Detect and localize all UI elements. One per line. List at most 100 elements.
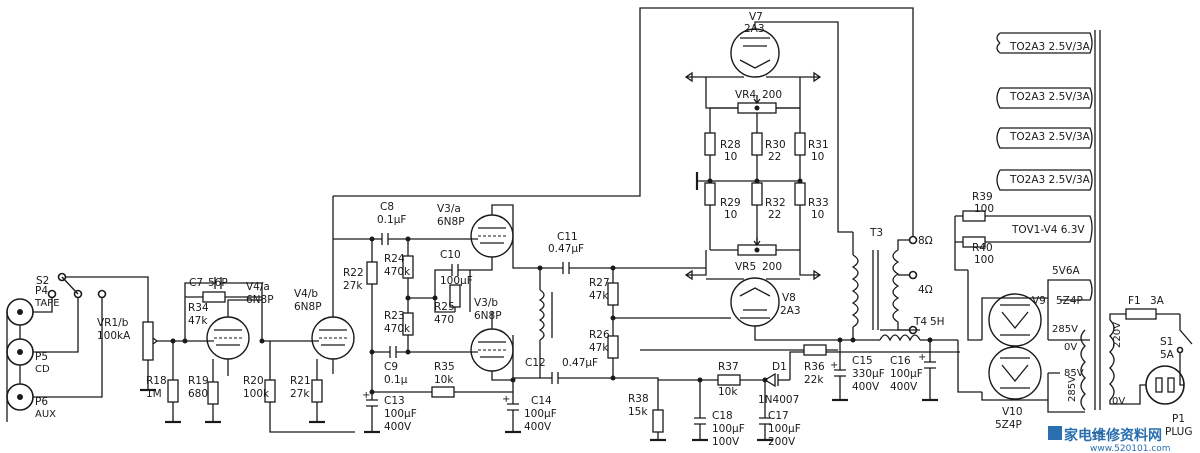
- svg-text:+: +: [362, 390, 370, 401]
- winding-2: TO2A3 2.5V/3A: [996, 87, 1093, 109]
- c15-voltage: 400V: [852, 381, 880, 393]
- v3a-type: 6N8P: [437, 216, 465, 228]
- t4-value: 5H: [930, 316, 945, 328]
- jack-cd-label: CD: [35, 364, 50, 375]
- capacitor-c13: + C13 100µF 400V: [362, 352, 417, 434]
- v8-ref: V8: [782, 292, 796, 304]
- r39-ref: R39: [972, 191, 993, 203]
- svg-text:+: +: [502, 394, 510, 405]
- tube-v4a: V4/a 6N8P: [205, 281, 274, 376]
- resistors-r24-r23: R24 470k R23 470k: [384, 239, 435, 352]
- capacitor-c15: + C15 330µF 400V: [830, 340, 885, 402]
- resistors-r39-r40: R39 100 R40 100: [954, 191, 1000, 271]
- c14-ref: C14: [531, 395, 552, 407]
- c16-value: 100µF: [890, 368, 923, 380]
- junction-dots: [170, 105, 933, 395]
- r33-ref: R33: [808, 197, 829, 209]
- r40-value: 100: [974, 254, 994, 266]
- c15-ref: C15: [852, 355, 873, 367]
- v10-ref: V10: [1002, 406, 1023, 418]
- power-switch-s1: S1 5A: [1160, 314, 1193, 361]
- c8-value: 0.1µF: [377, 214, 406, 226]
- c16-voltage: 400V: [890, 381, 918, 393]
- choke-t4: T4 5H: [853, 316, 958, 342]
- r37-ref: R37: [718, 361, 739, 373]
- jack-tape-label: TAPE: [34, 298, 60, 309]
- v3b-type: 6N8P: [474, 310, 502, 322]
- cathode-c10-r25: C10 100µF R25 470: [434, 249, 473, 326]
- v8-type: 2A3: [780, 305, 801, 317]
- c16-ref: C16: [890, 355, 911, 367]
- volume-pot-vr1: VR1/b 100kA: [97, 317, 163, 392]
- f1-value: 3A: [1150, 295, 1165, 307]
- primary-winding: 220V 0V: [1109, 319, 1125, 407]
- s2-label: S2: [36, 275, 49, 287]
- t1-label: T1: [1091, 431, 1105, 443]
- d1-type: 1N4007: [758, 394, 799, 406]
- c13-value: 100µF: [384, 408, 417, 420]
- winding-label-1: TO2A3 2.5V/3A: [1009, 41, 1091, 53]
- r19-ref: R19: [188, 375, 209, 387]
- c12-value: 0.47µF: [562, 357, 598, 369]
- r32-ref: R32: [765, 197, 786, 209]
- r29-ref: R29: [720, 197, 741, 209]
- r21-ref: R21: [290, 375, 311, 387]
- p1-ref: P1: [1172, 413, 1185, 425]
- v3b-ref: V3/b: [474, 297, 498, 309]
- r40-ref: R40: [972, 242, 993, 254]
- hv-winding: 285V 0V 85V 285V: [1047, 324, 1090, 413]
- resistor-r35: R35 10k: [372, 361, 513, 398]
- r19-value: 680: [188, 388, 208, 400]
- power-transformer-t1: TO2A3 2.5V/3A TO2A3 2.5V/3A TO2A3 2.5V/3…: [996, 30, 1125, 443]
- winding-label-3: TO2A3 2.5V/3A: [1009, 131, 1091, 143]
- v4b-ref: V4/b: [294, 288, 318, 300]
- vr1-value: 100kA: [97, 330, 131, 342]
- c12-ref: C12: [525, 357, 546, 369]
- v7-type: 2A3: [744, 23, 765, 35]
- tap-low: 85V: [1064, 368, 1084, 379]
- r38-value: 15k: [628, 406, 648, 418]
- c9-value: 0.1µ: [384, 374, 408, 386]
- svg-text:+: +: [830, 360, 838, 371]
- capacitor-c14: + C14 100µF 400V: [502, 380, 557, 434]
- vr1-ref: VR1/b: [97, 317, 129, 329]
- tube-v8: V8 2A3: [706, 277, 853, 341]
- c13-ref: C13: [384, 395, 405, 407]
- c17-ref: C17: [768, 410, 789, 422]
- r24-ref: R24: [384, 253, 405, 265]
- r38-ref: R38: [628, 393, 649, 405]
- winding-6: 5V6A: [1047, 265, 1093, 301]
- tube-v4b: V4/b 6N8P: [275, 196, 355, 374]
- r18-ref: R18: [146, 375, 167, 387]
- winding-3: TO2A3 2.5V/3A: [996, 127, 1093, 149]
- c10-value: 100µF: [440, 275, 473, 287]
- c11-value: 0.47µF: [548, 243, 584, 255]
- r20-ref: R20: [243, 375, 264, 387]
- capacitor-c16: + C16 100µF 400V: [890, 340, 938, 402]
- input-jack-cd: P5 CD: [6, 338, 50, 375]
- tap-zero: 0V: [1064, 342, 1077, 353]
- vr4-value: 200: [762, 89, 782, 101]
- tube-v7: V7 2A3: [706, 11, 853, 233]
- tube-v3a: V3/a 6N8P: [437, 203, 540, 271]
- resistor-r22: R22 27k: [343, 239, 378, 352]
- output-4ohm: 4Ω: [918, 284, 933, 296]
- tap-primary: 220V: [1112, 322, 1123, 348]
- jack-aux-ref: P6: [35, 396, 48, 408]
- c7-value: 56P: [208, 277, 228, 289]
- v4a-type: 6N8P: [246, 294, 274, 306]
- winding-5: TOV1-V4 6.3V: [1000, 215, 1093, 243]
- capacitor-c11: C11 0.47µF: [540, 231, 706, 274]
- bias-supply: R38 15k R37 10k C18 100µF 100V D1 1N4007…: [628, 351, 960, 448]
- resistor-r36: R36 22k: [640, 344, 838, 386]
- c7-ref: C7: [189, 277, 203, 289]
- c18-voltage: 100V: [712, 436, 740, 448]
- c10-ref: C10: [440, 249, 461, 261]
- r20-value: 100k: [243, 388, 270, 400]
- winding-label-6: 5V6A: [1052, 265, 1081, 277]
- r30-ref: R30: [765, 139, 786, 151]
- resistor-r18: R18 1M: [146, 340, 205, 424]
- r23-ref: R23: [384, 310, 405, 322]
- r28-value: 10: [724, 151, 737, 163]
